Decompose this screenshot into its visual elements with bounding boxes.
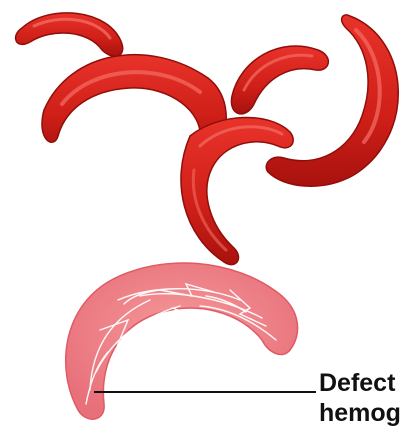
sickle-cell-icon [266, 15, 398, 186]
label-line-1: Defect [319, 368, 415, 398]
sickle-cell-icon [16, 13, 123, 56]
sickle-cell-icon [231, 46, 328, 114]
sickle-cell-icon [181, 117, 293, 264]
label-line-2: hemog [319, 398, 415, 428]
sickle-cell-cross-section-icon [66, 263, 298, 419]
defective-hemoglobin-label: Defect hemog [319, 368, 415, 428]
